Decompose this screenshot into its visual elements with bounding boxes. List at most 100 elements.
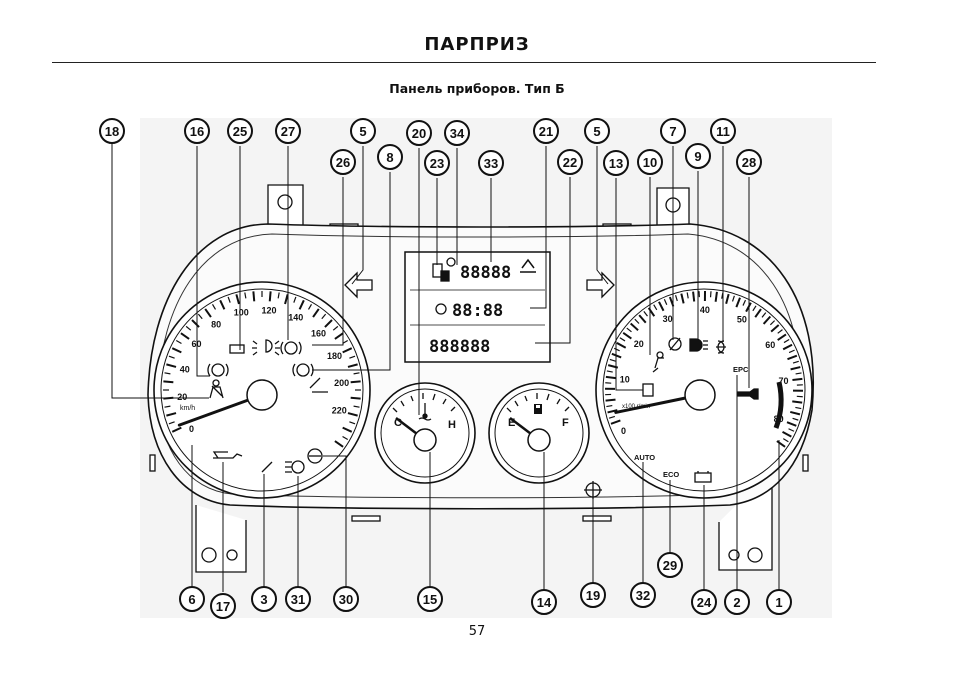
speedometer-zero-label: 0 [189,424,194,434]
scale-tick [312,308,320,318]
callout-32: 32 [630,582,656,608]
rpm-label-60: 60 [765,340,775,350]
scale-tick [605,375,616,380]
scale-tick [180,332,190,340]
temperature-gauge: C H [374,382,476,484]
callout-number: 33 [484,156,498,171]
scale-tick [611,352,622,359]
rpm-label-30: 30 [663,314,673,324]
callout-number: 26 [336,155,350,170]
scale-tick [164,405,171,408]
scale-tick [235,294,240,305]
callout-number: 20 [412,126,426,141]
scale-tick [629,322,639,331]
speedometer-scale [163,291,361,448]
callout-number: 21 [539,124,553,139]
callout-number: 8 [386,150,393,165]
trip-display: 888888 [429,337,490,357]
speed-label-60: 60 [191,339,201,349]
scale-tick [770,324,780,333]
scale-tick [777,329,783,334]
callout-13: 13 [603,150,629,176]
scale-tick [166,363,177,368]
callout-number: 28 [742,155,756,170]
left-turn-signal-icon [344,271,373,299]
scale-tick [742,299,747,306]
callout-number: 23 [430,156,444,171]
scale-tick [658,301,665,312]
eco-indicator-label: ECO [663,470,679,479]
callout-16: 16 [184,118,210,144]
scale-tick [792,417,799,421]
scale-tick [191,319,200,328]
oil-pressure-icon [212,451,243,459]
scale-tick [252,291,256,302]
callout-2: 2 [724,589,750,615]
callout-number: 17 [216,599,230,614]
scale-tick [792,377,803,381]
fuel-pump-icon [534,404,542,414]
speed-label-160: 160 [311,328,326,338]
speed-label-100: 100 [234,308,249,318]
scale-tick [321,313,327,320]
speed-label-140: 140 [288,312,303,322]
callout-8: 8 [377,144,403,170]
rear-fog-light-icon [285,460,305,474]
scale-tick [782,431,792,438]
scale-tick [782,438,789,443]
scale-tick [610,419,621,425]
speed-label-220: 220 [332,406,347,416]
glow-plug-icon [307,448,323,464]
speed-label-120: 120 [261,305,276,315]
callout-number: 18 [105,124,119,139]
callout-23: 23 [424,150,450,176]
lcd-display: 88888 88:88 888888 [404,251,551,363]
service-wrench-icon [261,461,273,473]
callout-number: 32 [636,588,650,603]
scale-tick [609,358,616,362]
tachometer-redzone [773,381,784,429]
callout-14: 14 [531,589,557,615]
scale-tick [349,355,356,359]
battery-warning-icon [694,471,712,483]
callout-number: 5 [593,124,600,139]
callout-number: 34 [450,126,465,141]
scale-tick [293,296,297,303]
scale-tick [334,332,344,340]
scale-tick [244,292,247,299]
callout-20: 20 [406,120,432,146]
low-washer-fluid-icon [309,377,328,393]
scale-tick [762,315,772,325]
high-beam-icon [689,338,708,352]
scale-tick [735,297,741,308]
callout-26: 26 [330,149,356,175]
callout-11: 11 [710,118,736,144]
page-title: ПАРПРИЗ [424,34,530,55]
scale-tick [613,347,620,352]
scale-tick [185,325,192,331]
speed-unit-label: km/h [180,405,195,412]
scale-tick [619,337,626,342]
clock-display: 88:88 [452,301,503,321]
right-turn-signal-icon [586,271,615,299]
scale-tick [731,295,735,302]
speedometer-hub [246,379,278,411]
engine-check-icon [737,388,759,400]
callout-30: 30 [333,586,359,612]
callout-number: 9 [694,149,701,164]
speed-label-80: 80 [211,319,221,329]
scale-tick [714,291,718,302]
callout-28: 28 [736,149,762,175]
scale-tick [277,292,280,299]
scale-tick [353,405,360,408]
callout-33: 33 [478,150,504,176]
scale-tick [163,380,174,384]
scale-tick [752,305,757,312]
callout-number: 19 [586,588,600,603]
fuel-gauge: E F [488,382,590,484]
callout-6: 6 [179,586,205,612]
scale-tick [790,410,801,416]
callout-17: 17 [210,593,236,619]
callout-25: 25 [227,118,253,144]
